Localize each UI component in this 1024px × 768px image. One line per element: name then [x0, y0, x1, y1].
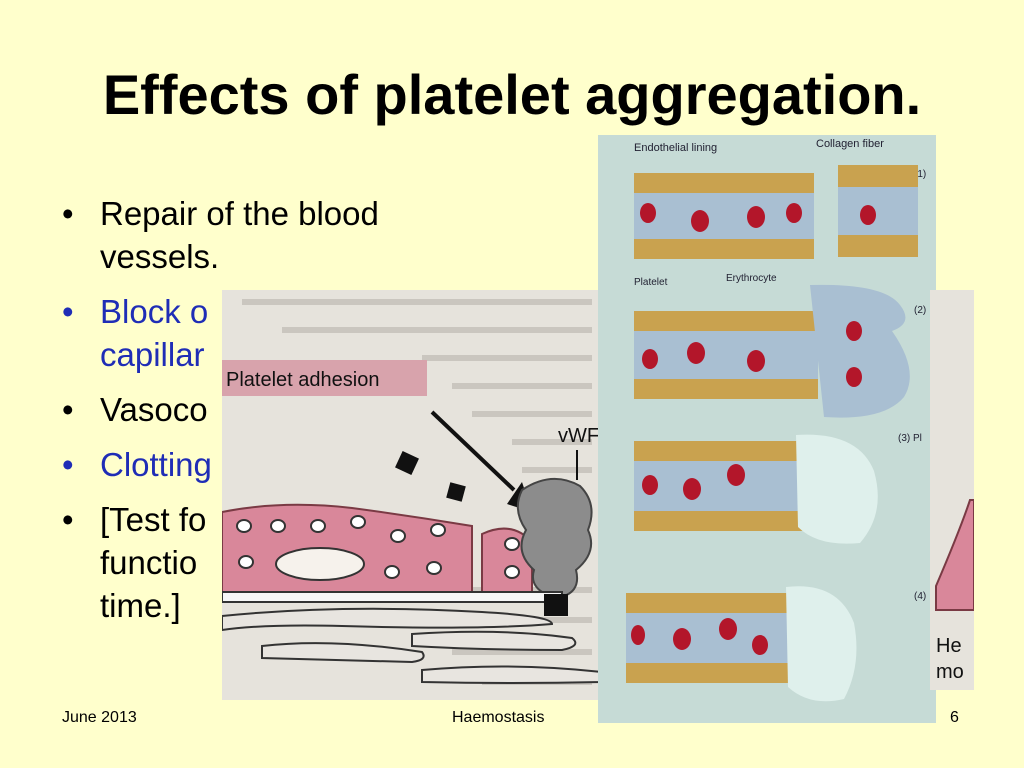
bullet-item: Block o capillar: [62, 290, 462, 376]
step-1-label: (1): [914, 169, 926, 180]
step-4-label: (4): [914, 591, 926, 602]
footer-topic: Haemostasis: [452, 709, 545, 726]
bullet-text: Repair of the blood vessels.: [100, 195, 379, 275]
step-2-label: (2): [914, 305, 926, 316]
vessel-repair-figure: Endothelial lining Collagen fiber (1) Pl…: [598, 135, 936, 723]
bullet-list: Repair of the blood vessels. Block o cap…: [62, 192, 462, 639]
endothelial-label: Endothelial lining: [634, 142, 717, 154]
bullet-item: [Test fo functio time.]: [62, 498, 462, 627]
bullet-item: Vasoco: [62, 388, 462, 431]
bullet-item: Clotting: [62, 443, 462, 486]
collagen-label: Collagen fiber: [816, 138, 884, 150]
bullet-text-line2: functio: [100, 544, 198, 581]
platelet-adhesion-label: Platelet adhesion: [226, 369, 379, 391]
platelet-adhesion-illustration: Platelet adhesion vWF: [222, 290, 602, 700]
stage-4: [626, 586, 857, 702]
bullet-text-line2: capillar: [100, 336, 205, 373]
bullet-text-line3: time.]: [100, 587, 181, 624]
footer-page-number: 6: [950, 709, 959, 726]
footer-date: June 2013: [62, 709, 137, 726]
stage-3: [634, 434, 878, 544]
bullet-text: Clotting: [100, 446, 212, 483]
bullet-text: Block o: [100, 293, 209, 330]
erythrocyte-label: Erythrocyte: [726, 273, 777, 284]
stage-2: [634, 284, 910, 418]
bullet-item: Repair of the blood vessels.: [62, 192, 462, 278]
platelet-label: Platelet: [634, 277, 668, 288]
bullet-text: [Test fo: [100, 501, 207, 538]
partial-text-2: mo: [936, 661, 964, 683]
vwf-label: vWF: [558, 425, 599, 447]
partial-text-1: He: [936, 635, 962, 657]
vessel-repair-illustration: Endothelial lining Collagen fiber (1) Pl…: [598, 135, 936, 723]
platelet-adhesion-figure: Platelet adhesion vWF: [222, 290, 602, 700]
slide-title: Effects of platelet aggregation.: [102, 63, 922, 126]
partial-figure: He mo: [930, 290, 974, 690]
stage-1: [634, 165, 918, 259]
partial-figure-illustration: He mo: [930, 290, 974, 690]
step-3-label: (3) Pl: [898, 433, 922, 444]
bullet-text: Vasoco: [100, 391, 208, 428]
